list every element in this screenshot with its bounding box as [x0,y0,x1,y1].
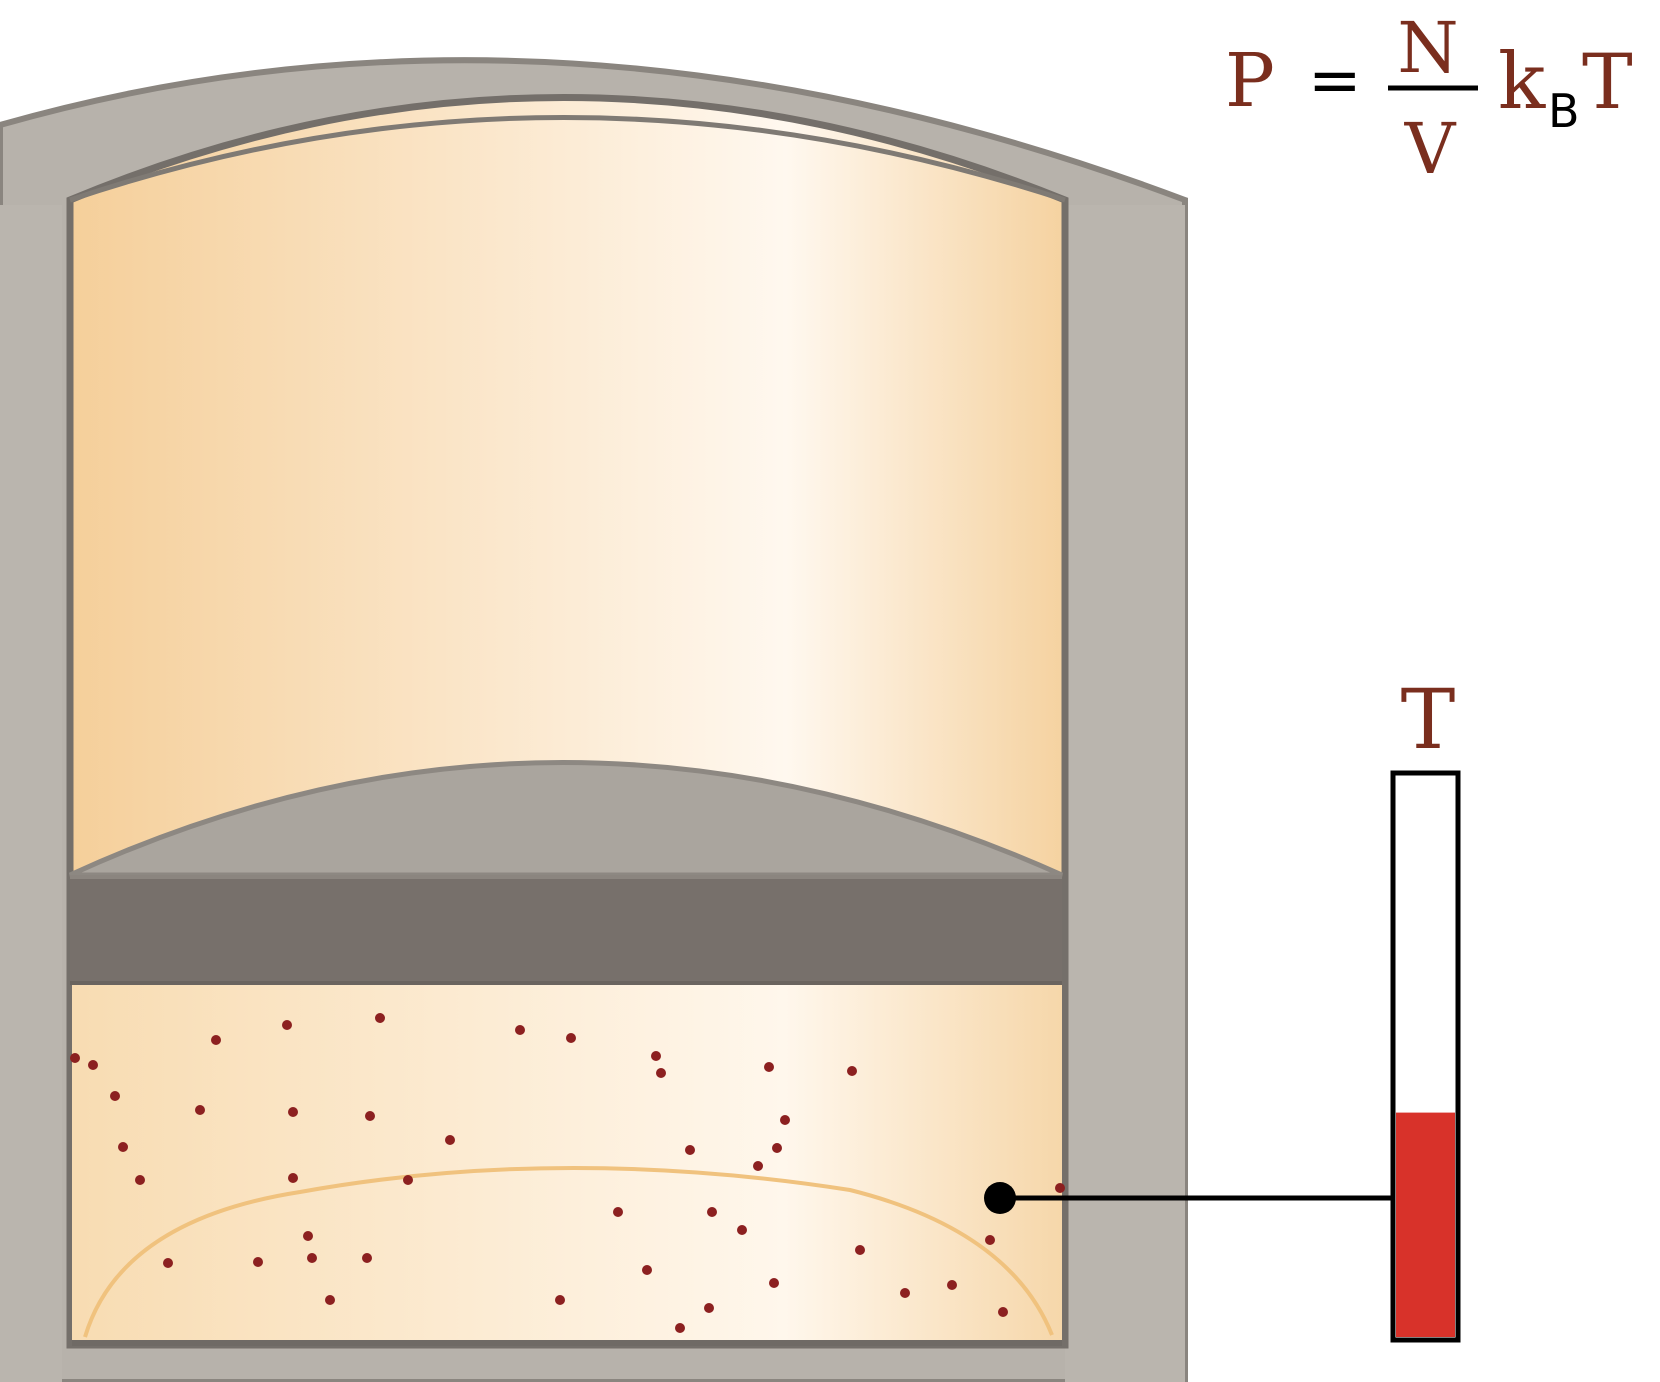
gas-particle [403,1175,413,1185]
gas-particle [947,1280,957,1290]
formula-boltzmann-k: k [1498,37,1546,127]
formula-temperature: T [1582,37,1633,126]
gas-particle [1055,1183,1065,1193]
gas-particle [704,1303,714,1313]
formula-numerator: N [1397,7,1458,89]
gas-particle [651,1051,661,1061]
gas-particle [847,1066,857,1076]
gas-particle [288,1173,298,1183]
ideal-gas-formula: P = N V k B T [1225,7,1633,190]
piston [68,760,1064,985]
gas-particle [764,1062,774,1072]
gas-particle [303,1231,313,1241]
thermometer-probe [984,1182,1395,1214]
gas-particle [282,1020,292,1030]
gas-particle [375,1013,385,1023]
gas-particle [753,1161,763,1171]
gas-particle [307,1253,317,1263]
thermometer-label: T [1401,673,1456,768]
gas-particle [780,1115,790,1125]
gas-particle [135,1175,145,1185]
gas-particle [195,1105,205,1115]
gas-particle [118,1142,128,1152]
gas-particle [362,1253,372,1263]
gas-particle [772,1143,782,1153]
gas-particle [110,1091,120,1101]
gas-particle [613,1207,623,1217]
gas-particle [365,1111,375,1121]
formula-pressure: P [1225,38,1275,124]
gas-particle [566,1033,576,1043]
gas-particle [707,1207,717,1217]
gas-particle [685,1145,695,1155]
gas-region [72,985,1062,1346]
gas-particle [88,1060,98,1070]
gas-particle [998,1307,1008,1317]
gas-particle [70,1053,80,1063]
thermometer: T [1390,673,1461,1343]
gas-particle [515,1025,525,1035]
gas-particle [555,1295,565,1305]
gas-particle [985,1235,995,1245]
gas-particle [253,1257,263,1267]
formula-subscript: B [1548,84,1580,138]
gas-particle [642,1265,652,1275]
gas-particle [675,1323,685,1333]
gas-particle [656,1068,666,1078]
thermometer-fill [1396,1112,1455,1337]
gas-particle [445,1135,455,1145]
gas-particle [737,1225,747,1235]
gas-particles [70,1013,1065,1333]
formula-denominator: V [1404,108,1457,190]
gas-particle [900,1288,910,1298]
gas-particle [855,1245,865,1255]
gas-particle [325,1295,335,1305]
gas-particle [288,1107,298,1117]
formula-equals: = [1308,44,1362,118]
gas-particle [163,1258,173,1268]
gas-particle [211,1035,221,1045]
gas-particle [769,1278,779,1288]
